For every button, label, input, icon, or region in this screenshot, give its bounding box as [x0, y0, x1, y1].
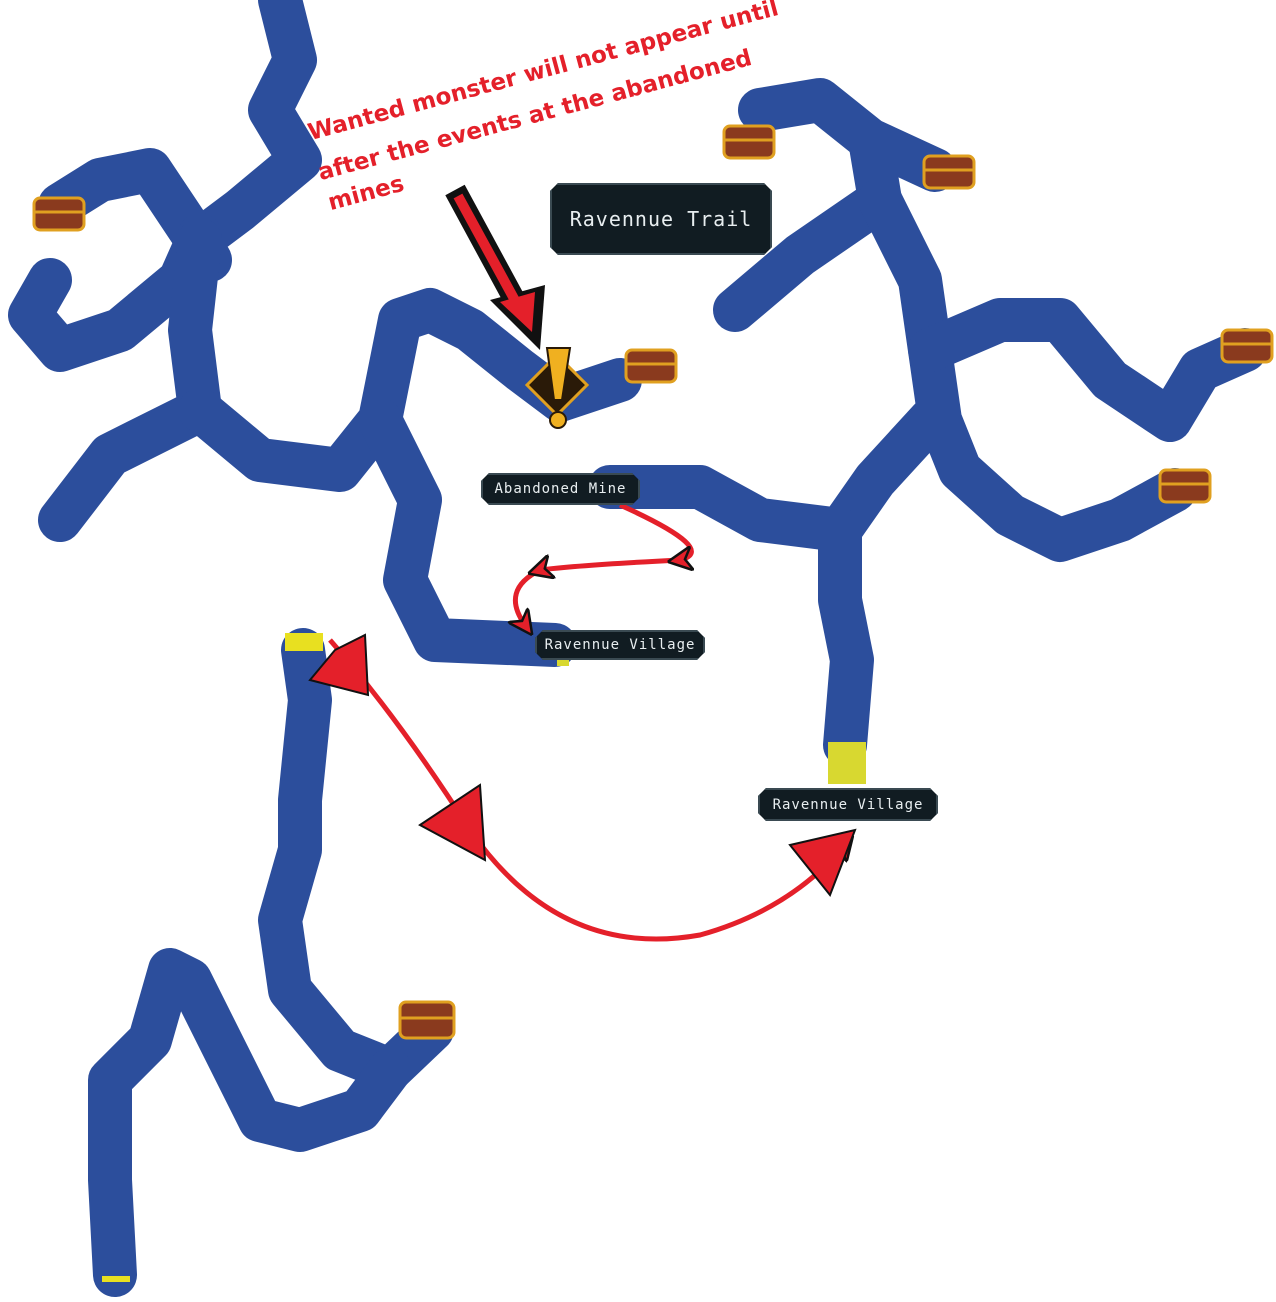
- corridor: [818, 508, 874, 767]
- pointer-arrow-icon: [445, 184, 545, 350]
- corridor: [38, 218, 222, 542]
- route-arrow: [328, 638, 845, 942]
- corridor: [858, 178, 1197, 562]
- corridor: [588, 398, 952, 552]
- corridor: [178, 0, 322, 262]
- corridor: [88, 948, 412, 1297]
- corridors: [8, 0, 1267, 1297]
- exit-marker[interactable]: [828, 742, 866, 784]
- route-arrow: [515, 502, 691, 625]
- route-arrows: [328, 502, 845, 942]
- location-label-ravennue-village[interactable]: Ravennue Village: [758, 788, 938, 821]
- corridor: [908, 298, 1267, 442]
- treasure-chest-icon[interactable]: [624, 348, 678, 384]
- route-arrowheads: [308, 633, 857, 897]
- arrow-icon: [308, 633, 370, 697]
- chests: [32, 124, 1274, 1040]
- treasure-chest-icon[interactable]: [398, 1000, 456, 1040]
- location-label-ravennue-village[interactable]: Ravennue Village: [535, 630, 705, 660]
- corridor: [738, 78, 957, 192]
- arrow-icon: [788, 828, 857, 897]
- exit-marker[interactable]: [285, 633, 323, 651]
- corridor: [713, 118, 902, 332]
- treasure-chest-icon[interactable]: [32, 196, 86, 232]
- exit-marker[interactable]: [102, 1276, 130, 1282]
- treasure-chest-icon[interactable]: [1158, 468, 1212, 504]
- exits: [102, 474, 866, 1282]
- arrow-icon: [418, 783, 487, 862]
- wanted-monster-exclamation-icon[interactable]: [524, 347, 590, 429]
- area-title: Ravennue Trail: [550, 183, 772, 255]
- treasure-chest-icon[interactable]: [922, 154, 976, 190]
- treasure-chest-icon[interactable]: [1220, 328, 1274, 364]
- corridor: [358, 398, 577, 667]
- location-label-abandoned-mine[interactable]: Abandoned Mine: [481, 473, 640, 505]
- treasure-chest-icon[interactable]: [722, 124, 776, 160]
